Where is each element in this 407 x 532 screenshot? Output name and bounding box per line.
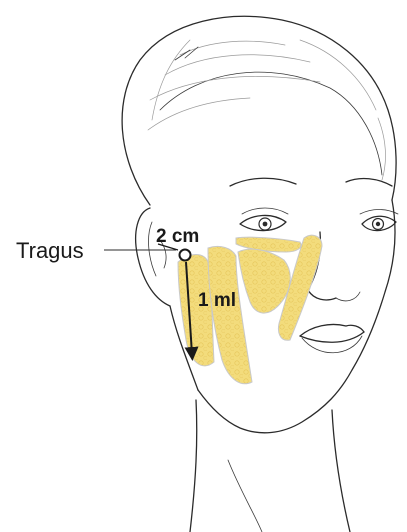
volume-label: 1 ml bbox=[198, 290, 236, 311]
hair bbox=[122, 16, 396, 205]
lips bbox=[300, 324, 364, 352]
fat-compartment-malar bbox=[238, 249, 290, 313]
distance-label: 2 cm bbox=[156, 226, 199, 247]
ear bbox=[136, 208, 170, 306]
tragus-label: Tragus bbox=[16, 238, 84, 263]
injection-entry-point bbox=[180, 250, 191, 261]
eyes bbox=[230, 178, 398, 230]
